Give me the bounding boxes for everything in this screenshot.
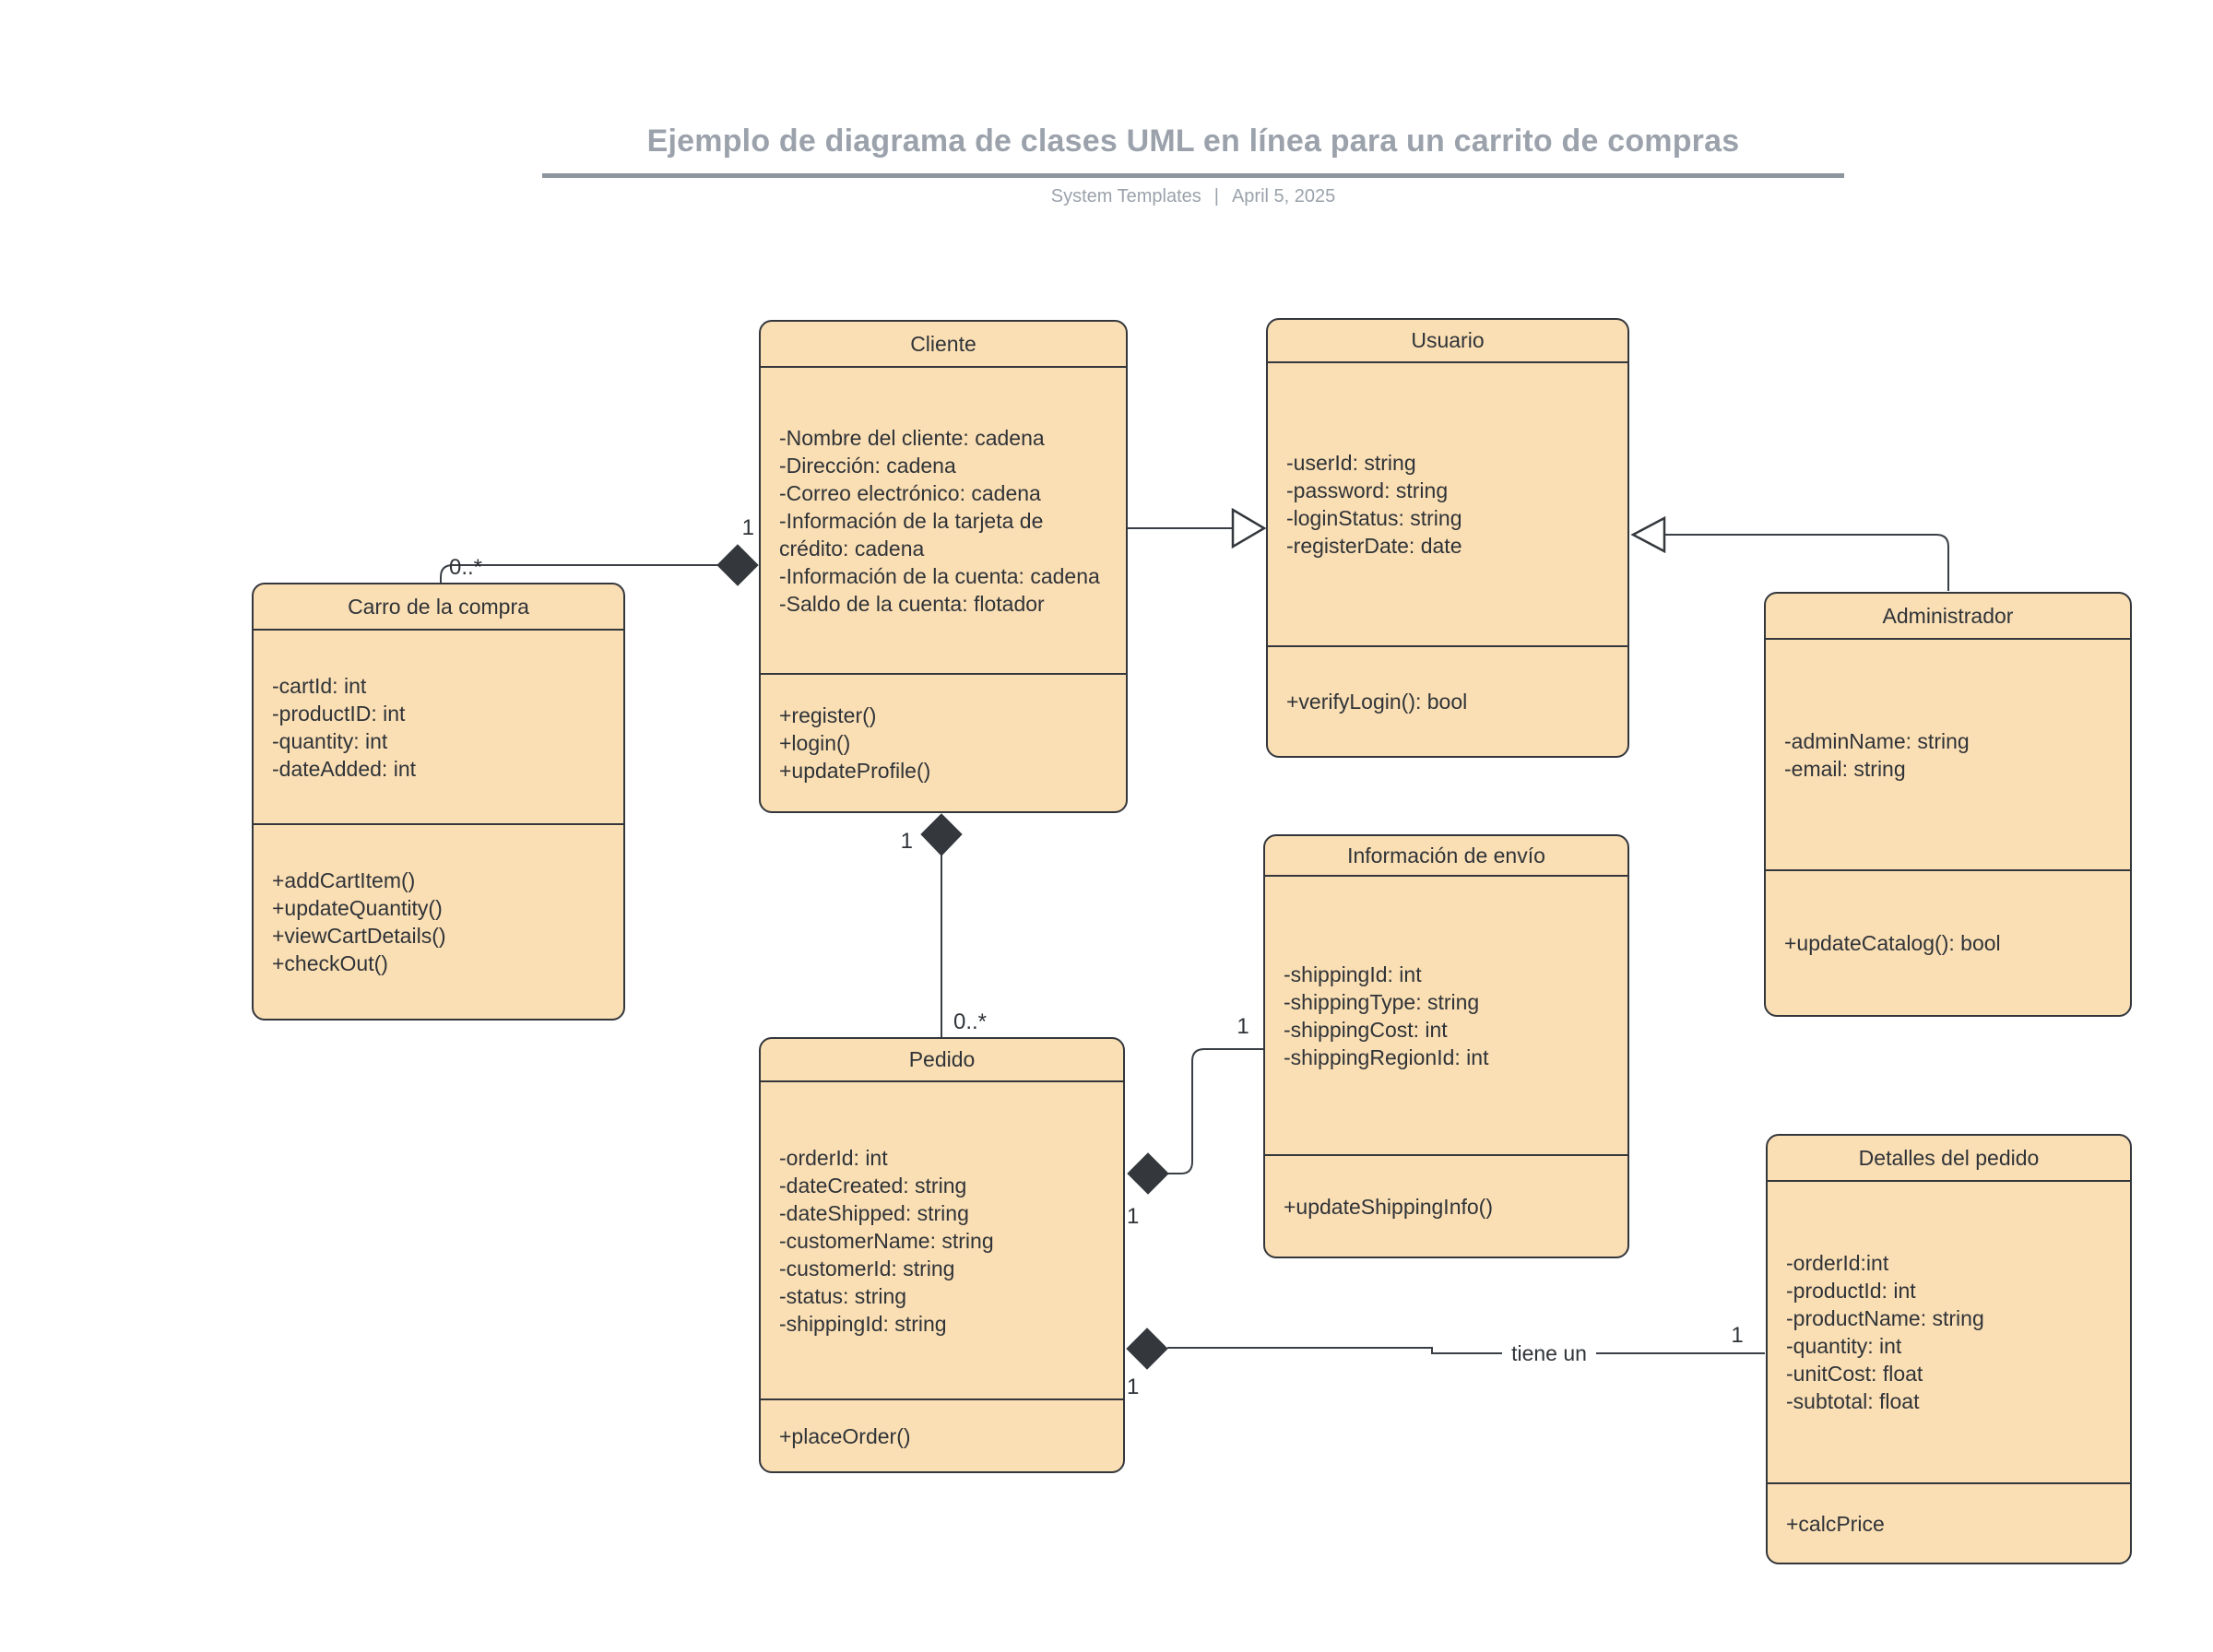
multiplicity-label: 0..* — [449, 555, 482, 580]
class-title-pedido: Pedido — [761, 1039, 1123, 1082]
multiplicity-label: 1 — [1127, 1204, 1139, 1229]
attribute: -shippingCost: int — [1284, 1017, 1448, 1042]
class-box-cliente[interactable]: Cliente -Nombre del cliente: cadena -Dir… — [759, 320, 1128, 813]
attribute: -adminName: string — [1784, 728, 1970, 753]
class-methods-administrador: +updateCatalog(): bool — [1766, 871, 2130, 1015]
attribute: -dateShipped: string — [779, 1200, 969, 1225]
relation-line-carro-cliente — [440, 564, 718, 583]
attribute: -Saldo de la cuenta: flotador — [779, 591, 1045, 616]
attribute: -productName: string — [1786, 1306, 1984, 1330]
title-underline — [542, 173, 1844, 178]
composition-diamond-cliente-pedido — [920, 813, 963, 856]
relation-name-label: tiene un — [1511, 1341, 1587, 1365]
attribute: -password: string — [1286, 478, 1449, 502]
class-title-cliente: Cliente — [761, 322, 1126, 368]
attribute: -Dirección: cadena — [779, 453, 956, 478]
attribute: -cartId: int — [272, 673, 367, 698]
multiplicity-label: 1 — [1237, 1014, 1249, 1039]
class-methods-usuario: +verifyLogin(): bool — [1268, 647, 1627, 756]
attribute: -subtotal: float — [1786, 1389, 1920, 1413]
relation-line-administrador-usuario — [1664, 534, 1949, 591]
class-methods-carro: +addCartItem() +updateQuantity() +viewCa… — [254, 825, 623, 1019]
class-attributes-envio: -shippingId: int -shippingType: string -… — [1265, 877, 1627, 1156]
attribute: -userId: string — [1286, 451, 1416, 475]
class-title-usuario: Usuario — [1268, 320, 1627, 363]
attribute: -quantity: int — [272, 728, 388, 753]
method: +updateCatalog(): bool — [1784, 931, 2001, 955]
class-box-envio[interactable]: Información de envío -shippingId: int -s… — [1263, 834, 1629, 1258]
attribute: -orderId:int — [1786, 1251, 1889, 1275]
class-box-detalles[interactable]: Detalles del pedido -orderId:int -produc… — [1766, 1134, 2132, 1564]
class-attributes-detalles: -orderId:int -productId: int -productNam… — [1768, 1182, 2130, 1484]
multiplicity-label: 0..* — [953, 1009, 987, 1034]
method: +viewCartDetails() — [272, 924, 446, 948]
attribute: -Nombre del cliente: cadena — [779, 425, 1045, 450]
relation-line-pedido-detalles-left — [1167, 1347, 1502, 1354]
method: +login() — [779, 731, 851, 755]
attribute: -Información de la tarjeta de crédito: c… — [779, 508, 1044, 560]
subtitle: System Templates | April 5, 2025 — [542, 186, 1844, 207]
attribute: -loginStatus: string — [1286, 506, 1462, 530]
class-box-usuario[interactable]: Usuario -userId: string -password: strin… — [1266, 318, 1629, 758]
class-methods-detalles: +calcPrice — [1768, 1484, 2130, 1563]
method: +checkOut() — [272, 951, 388, 975]
attribute: -customerName: string — [779, 1228, 994, 1253]
attribute: -status: string — [779, 1283, 907, 1308]
multiplicity-label: 1 — [742, 515, 754, 540]
class-methods-envio: +updateShippingInfo() — [1265, 1156, 1627, 1257]
class-box-administrador[interactable]: Administrador -adminName: string -email:… — [1764, 592, 2132, 1017]
attribute: -productId: int — [1786, 1279, 1916, 1303]
subtitle-divider: | — [1213, 186, 1219, 206]
multiplicity-label: 1 — [1127, 1375, 1139, 1399]
method: +addCartItem() — [272, 868, 416, 892]
composition-diamond-cliente-carro — [716, 544, 759, 586]
class-attributes-administrador: -adminName: string -email: string — [1766, 640, 2130, 871]
generalization-arrow-usuario-right — [1630, 515, 1666, 554]
attribute: -Información de la cuenta: cadena — [779, 563, 1100, 588]
class-box-carro[interactable]: Carro de la compra -cartId: int -product… — [252, 583, 625, 1021]
method: +updateProfile() — [779, 759, 931, 783]
attribute: -shippingRegionId: int — [1284, 1044, 1489, 1069]
class-attributes-carro: -cartId: int -productID: int -quantity: … — [254, 631, 623, 825]
attribute: -shippingType: string — [1284, 989, 1480, 1014]
attribute: -email: string — [1784, 756, 1906, 781]
method: +placeOrder() — [779, 1423, 911, 1448]
source-label: System Templates — [1050, 186, 1201, 206]
composition-diamond-pedido-envio — [1127, 1152, 1169, 1195]
relation-line-pedido-envio — [1167, 1048, 1263, 1174]
attribute: -orderId: int — [779, 1145, 888, 1170]
attribute: -dateAdded: int — [272, 756, 417, 781]
class-title-envio: Información de envío — [1265, 836, 1627, 877]
class-attributes-pedido: -orderId: int -dateCreated: string -date… — [761, 1082, 1123, 1400]
attribute: -dateCreated: string — [779, 1173, 967, 1198]
attribute: -Correo electrónico: cadena — [779, 480, 1041, 505]
class-title-detalles: Detalles del pedido — [1768, 1136, 2130, 1182]
class-methods-cliente: +register() +login() +updateProfile() — [761, 675, 1126, 811]
attribute: -shippingId: int — [1284, 962, 1422, 986]
class-title-carro: Carro de la compra — [254, 584, 623, 631]
multiplicity-label: 1 — [901, 829, 913, 854]
date-label: April 5, 2025 — [1231, 186, 1336, 206]
attribute: -unitCost: float — [1786, 1362, 1923, 1386]
multiplicity-label: 1 — [1731, 1323, 1743, 1348]
class-methods-pedido: +placeOrder() — [761, 1400, 1123, 1471]
class-box-pedido[interactable]: Pedido -orderId: int -dateCreated: strin… — [759, 1037, 1125, 1473]
attribute: -shippingId: string — [779, 1311, 947, 1336]
method: +register() — [779, 703, 877, 727]
attribute: -customerId: string — [779, 1256, 955, 1280]
method: +updateShippingInfo() — [1284, 1194, 1493, 1219]
method: +calcPrice — [1786, 1511, 1885, 1536]
composition-diamond-pedido-detalles — [1126, 1328, 1168, 1370]
diagram-header: Ejemplo de diagrama de clases UML en lín… — [542, 124, 1844, 207]
method: +verifyLogin(): bool — [1286, 690, 1468, 714]
method: +updateQuantity() — [272, 896, 443, 920]
page-title: Ejemplo de diagrama de clases UML en lín… — [646, 124, 1740, 159]
class-attributes-cliente: -Nombre del cliente: cadena -Dirección: … — [761, 368, 1126, 675]
attribute: -quantity: int — [1786, 1334, 1902, 1358]
generalization-arrow-usuario-left — [1231, 507, 1267, 549]
class-attributes-usuario: -userId: string -password: string -login… — [1268, 363, 1627, 647]
attribute: -registerDate: date — [1286, 534, 1462, 558]
attribute: -productID: int — [272, 701, 406, 726]
class-title-administrador: Administrador — [1766, 594, 2130, 640]
